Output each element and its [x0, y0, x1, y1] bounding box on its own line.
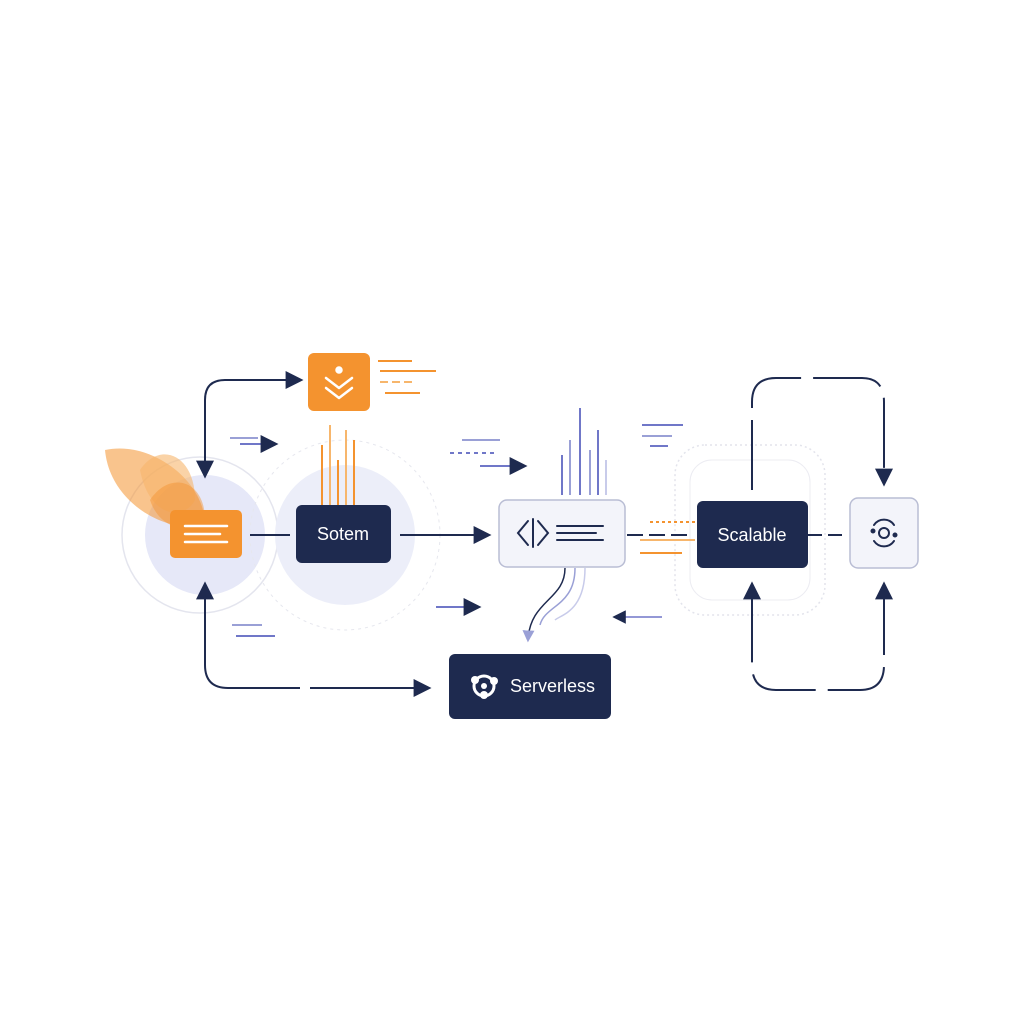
- text-lines-icon: [183, 524, 229, 544]
- speed-lines: [230, 360, 695, 637]
- system-node[interactable]: Sotem: [296, 505, 391, 563]
- connectors: [196, 371, 893, 691]
- processor-card[interactable]: [498, 499, 626, 568]
- edge-source-to-serverless: [205, 585, 428, 688]
- serverless-node-label: Serverless: [510, 676, 595, 696]
- cloud-icon: [471, 674, 498, 699]
- edge-endpoint-loop-bottom: [743, 581, 893, 691]
- system-node-label: Sotem: [317, 524, 369, 544]
- data-streams: [321, 408, 607, 505]
- double-chevron-down-icon: [324, 366, 354, 400]
- scalable-node[interactable]: Scalable: [697, 501, 808, 568]
- gear-node-icon: [870, 518, 898, 548]
- scalable-ghost-frame-inner: [689, 459, 811, 601]
- text-lines-icon: [556, 525, 604, 541]
- split-bracket-icon: [516, 518, 550, 548]
- endpoint-card[interactable]: [849, 497, 919, 569]
- top-card[interactable]: [308, 353, 370, 411]
- scalable-ghost-frame: [674, 444, 826, 616]
- source-card[interactable]: [170, 510, 242, 558]
- scalable-node-label: Scalable: [717, 525, 786, 545]
- edge-endpoint-loop-top: [751, 377, 893, 490]
- leaf-shape: [105, 448, 205, 529]
- edge-processor-to-serverless: [522, 567, 586, 643]
- serverless-node[interactable]: Serverless: [449, 654, 611, 719]
- edge-source-to-top: [196, 371, 304, 479]
